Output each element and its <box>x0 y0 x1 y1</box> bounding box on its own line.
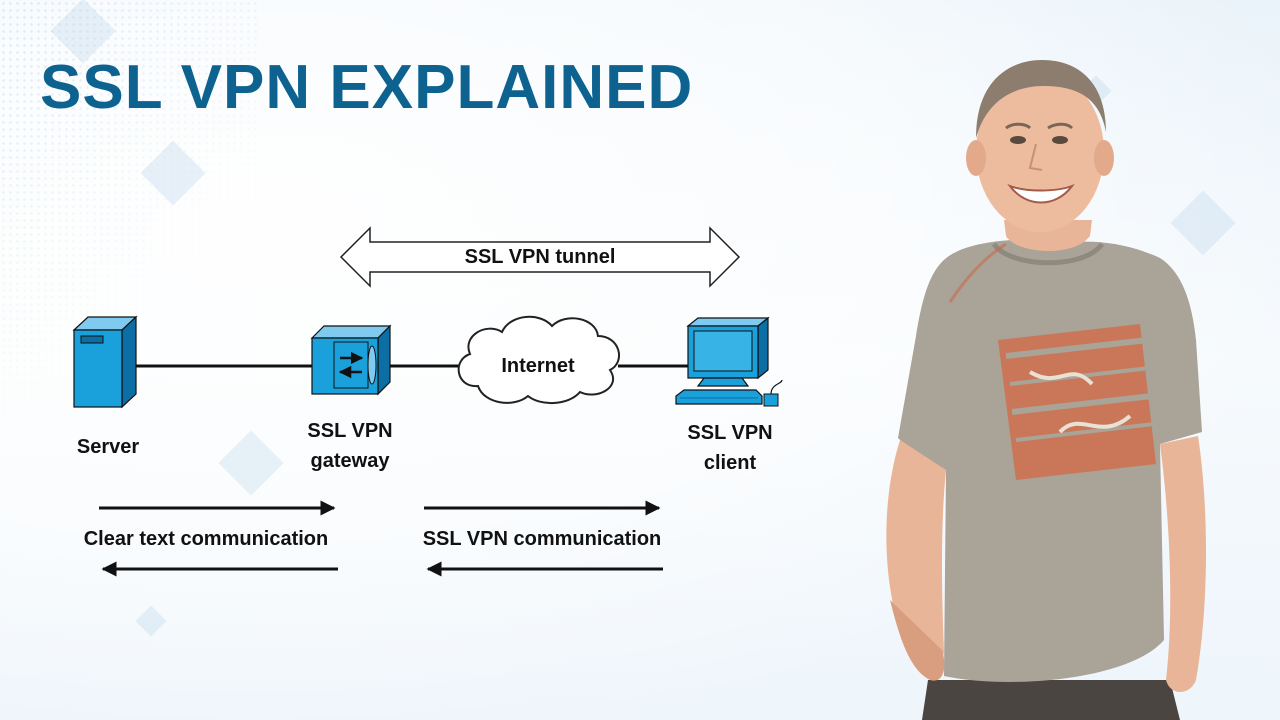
cloud-icon <box>457 315 620 404</box>
gateway-label-line2: gateway <box>310 450 390 472</box>
shirt-print <box>998 324 1156 480</box>
client-label-line1: SSL VPN <box>687 422 773 444</box>
internet-label: Internet <box>501 355 575 377</box>
gateway-label-line1: SSL VPN <box>307 420 393 442</box>
clear-text-label: Clear text communication <box>83 528 329 550</box>
tunnel-label: SSL VPN tunnel <box>464 246 616 268</box>
computer-icon <box>675 316 783 407</box>
gateway-icon <box>310 324 392 396</box>
client-label-line2: client <box>703 452 757 474</box>
network-diagram <box>72 226 783 577</box>
client-label: SSL VPN client <box>670 418 790 478</box>
presenter-head <box>966 60 1114 232</box>
gateway-label: SSL VPN gateway <box>290 416 410 476</box>
server-icon <box>72 315 138 409</box>
presenter-photo <box>886 60 1206 720</box>
page-title: SSL VPN EXPLAINED <box>40 53 694 122</box>
server-label: Server <box>76 436 140 458</box>
ssl-vpn-communication-label: SSL VPN communication <box>422 528 662 550</box>
tunnel-double-arrow <box>339 226 741 288</box>
